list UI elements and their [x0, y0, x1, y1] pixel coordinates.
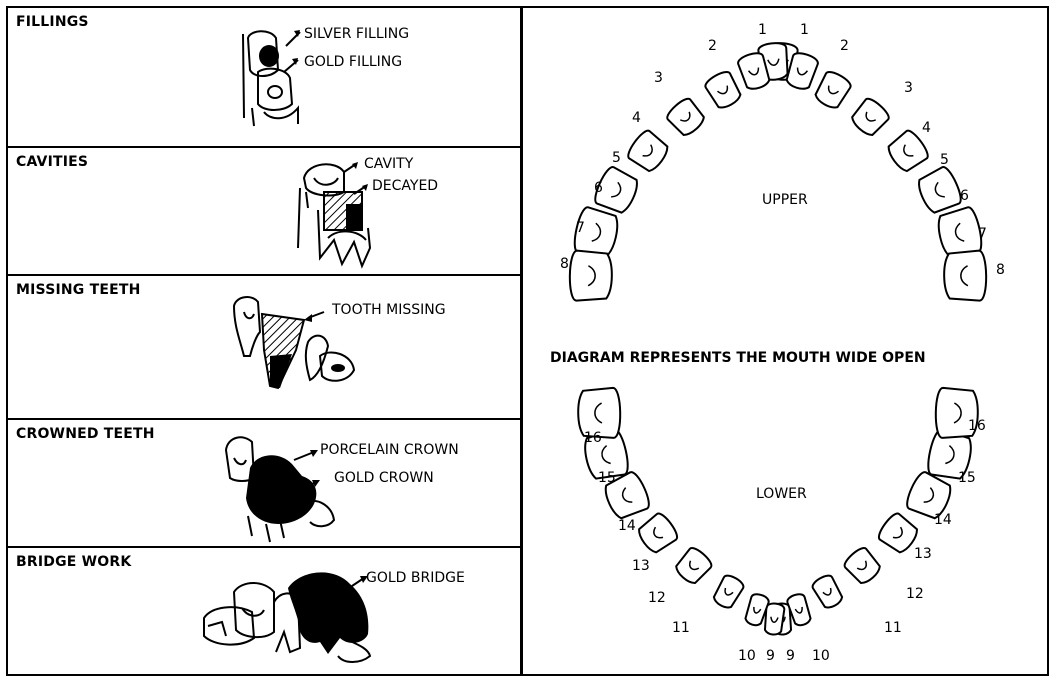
tooth-number-upper-right: 6 [960, 188, 969, 204]
lower-tooth [673, 545, 715, 587]
tooth-number-lower-right: 13 [914, 546, 932, 562]
tooth-number-lower-left: 13 [632, 558, 650, 574]
lower-tooth [810, 573, 844, 611]
upper-tooth [812, 69, 853, 111]
tooth-number-upper-right: 2 [840, 38, 849, 54]
upper-tooth [915, 165, 965, 217]
lower-arch-label: LOWER [756, 486, 807, 502]
tooth-number-upper-left: 6 [594, 180, 603, 196]
tooth-number-lower-left: 9 [766, 648, 775, 664]
tooth-number-lower-right: 9 [786, 648, 795, 664]
lower-tooth [842, 545, 884, 587]
upper-tooth [848, 96, 891, 139]
mouth-diagram-caption: DIAGRAM REPRESENTS THE MOUTH WIDE OPEN [550, 350, 926, 366]
tooth-number-lower-left: 14 [618, 518, 636, 534]
tooth-number-upper-right: 3 [904, 80, 913, 96]
tooth-number-upper-left: 4 [632, 110, 641, 126]
tooth-number-lower-left: 12 [648, 590, 666, 606]
tooth-number-upper-left: 7 [576, 220, 585, 236]
tooth-number-lower-right: 11 [884, 620, 902, 636]
tooth-number-lower-left: 11 [672, 620, 690, 636]
upper-tooth [625, 128, 672, 175]
lower-tooth [635, 511, 680, 556]
tooth-number-lower-left: 16 [584, 430, 602, 446]
tooth-number-upper-left: 5 [612, 150, 621, 166]
tooth-number-lower-right: 10 [812, 648, 830, 664]
upper-arch-label: UPPER [762, 192, 808, 208]
tooth-number-upper-left: 1 [758, 22, 767, 38]
tooth-number-lower-right: 14 [934, 512, 952, 528]
tooth-number-upper-right: 4 [922, 120, 931, 136]
upper-tooth [569, 250, 612, 301]
upper-tooth [664, 96, 707, 139]
tooth-number-upper-right: 7 [978, 226, 987, 242]
tooth-number-upper-left: 8 [560, 256, 569, 272]
tooth-number-lower-right: 15 [958, 470, 976, 486]
tooth-number-lower-left: 15 [598, 470, 616, 486]
tooth-number-lower-right: 16 [968, 418, 986, 434]
lower-tooth [711, 573, 745, 611]
tooth-number-upper-right: 5 [940, 152, 949, 168]
tooth-number-upper-left: 2 [708, 38, 717, 54]
tooth-number-upper-right: 8 [996, 262, 1005, 278]
tooth-number-lower-left: 10 [738, 648, 756, 664]
upper-tooth [703, 69, 744, 111]
upper-tooth [944, 250, 987, 301]
tooth-number-lower-right: 12 [906, 586, 924, 602]
tooth-number-upper-left: 3 [654, 70, 663, 86]
tooth-number-upper-right: 1 [800, 22, 809, 38]
